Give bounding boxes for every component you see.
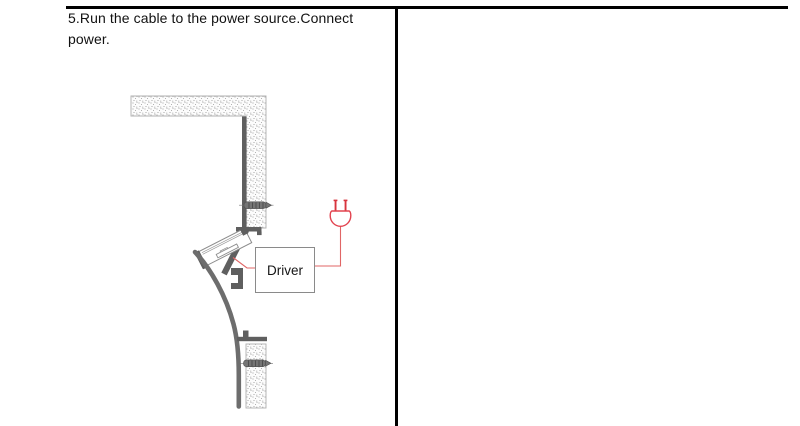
mounting-bracket (231, 268, 243, 289)
top-rule (66, 6, 788, 9)
power-cable-right (313, 226, 342, 267)
power-plug-icon (329, 199, 352, 228)
profile-top-flange (236, 227, 262, 236)
profile-bottom-flange (237, 330, 267, 342)
mounting-screw-icon-top (239, 201, 274, 209)
led-strip (215, 243, 240, 259)
driver-box: Driver (255, 247, 315, 293)
column-divider (395, 6, 398, 426)
cove-cover-curve (192, 249, 242, 409)
profile-back-plate (242, 116, 247, 237)
power-cable-left (232, 257, 256, 269)
mounting-screw-icon-bottom (238, 359, 273, 367)
step-instruction-text: 5.Run the cable to the power source.Conn… (68, 10, 354, 47)
wall-hatch-section-bottom (245, 343, 267, 409)
driver-box-label: Driver (267, 262, 303, 278)
